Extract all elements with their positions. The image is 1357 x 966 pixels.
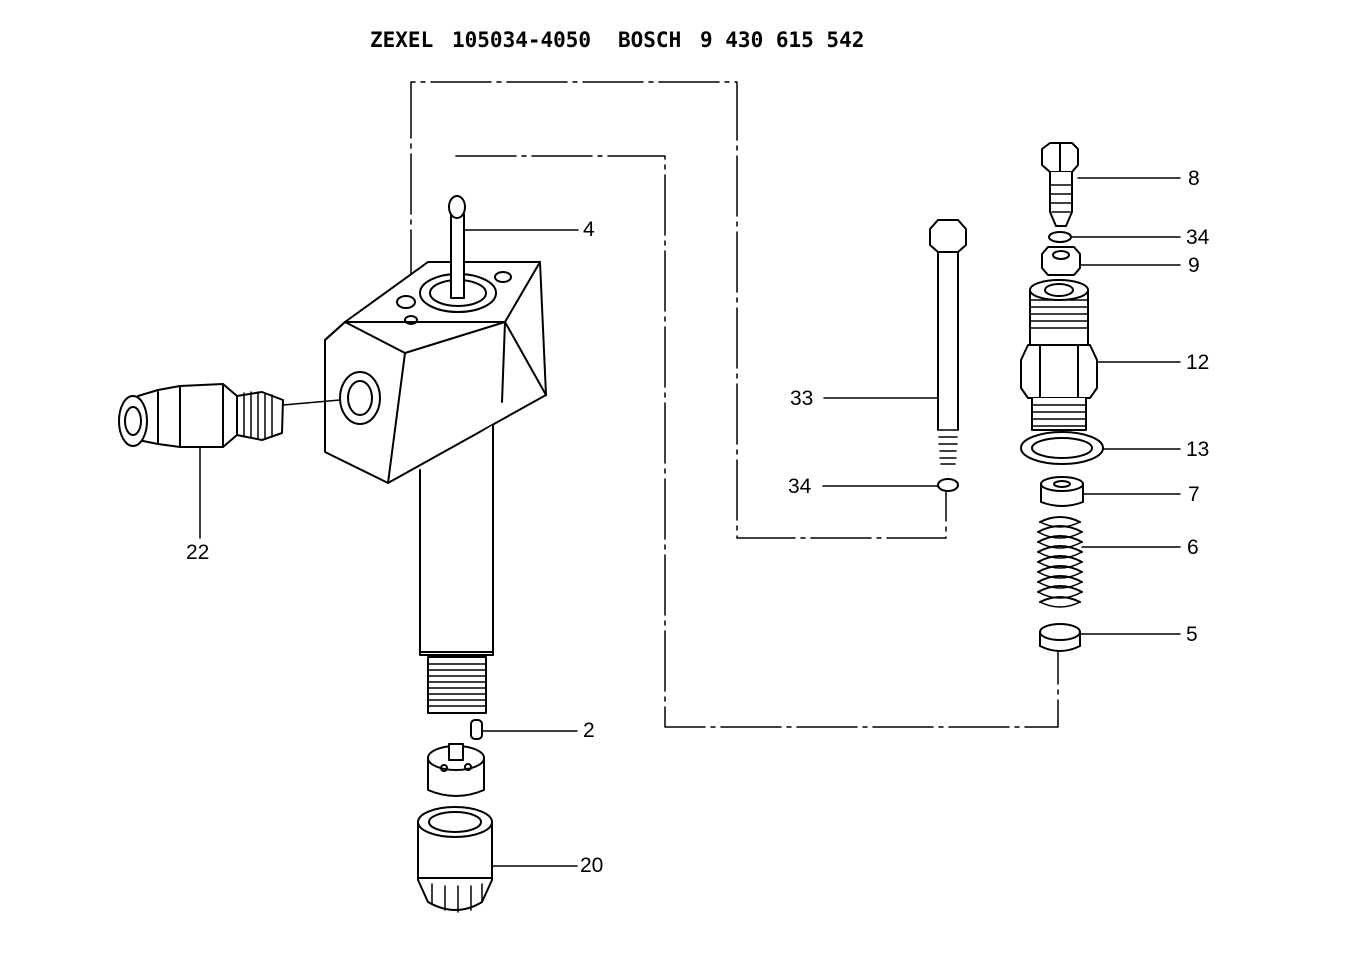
callout-13: 13 (1186, 438, 1210, 461)
header-brand-bosch: BOSCH (618, 28, 682, 52)
callout-22: 22 (186, 541, 210, 564)
callout-34-lower: 34 (788, 475, 812, 498)
part-7-spacer (1040, 476, 1181, 507)
part-13-washer (1020, 431, 1181, 465)
part-20-nut (417, 806, 578, 913)
callout-2: 2 (583, 719, 595, 742)
header-brand-zexel: ZEXEL (370, 28, 434, 52)
callout-34-upper: 34 (1186, 226, 1210, 249)
callout-12: 12 (1186, 351, 1210, 374)
part-12-delivery-valve-holder (1020, 279, 1181, 431)
part-9-nut (1041, 246, 1181, 276)
callout-6: 6 (1187, 536, 1199, 559)
assembly-line-inner (455, 155, 1059, 728)
pump-body (324, 261, 547, 714)
part-6-spring (1037, 516, 1181, 608)
part-33-bolt (823, 219, 967, 465)
part-34-ring-upper (1048, 231, 1181, 243)
callout-7: 7 (1188, 483, 1200, 506)
part-4-pin (448, 195, 579, 299)
assembly-line-outer (410, 81, 947, 539)
callout-8: 8 (1188, 167, 1200, 190)
part-2-dowel (470, 719, 578, 740)
callout-9: 9 (1188, 254, 1200, 277)
part-5-valve (1039, 623, 1181, 652)
collar (427, 743, 485, 797)
callout-20: 20 (580, 854, 604, 877)
part-22-fitting (118, 383, 341, 539)
part-34-ring-lower (822, 478, 959, 492)
header-part-number-zexel: 105034-4050 (452, 28, 592, 52)
header-part-number-bosch: 9 430 615 542 (700, 28, 865, 52)
callout-4: 4 (583, 218, 595, 241)
callout-5: 5 (1186, 623, 1198, 646)
part-8-bolt (1041, 142, 1181, 227)
callout-33: 33 (790, 387, 814, 410)
assembly-lines (410, 81, 1059, 728)
